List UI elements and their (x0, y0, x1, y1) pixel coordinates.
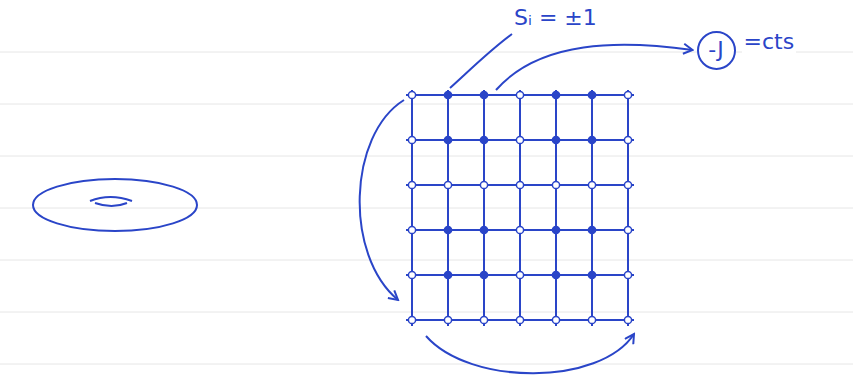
spin-site (624, 316, 631, 323)
lattice-line (627, 90, 629, 326)
spin-site (408, 136, 415, 143)
torus-outline (33, 179, 197, 231)
spin-label: Sᵢ = ±1 (512, 6, 599, 30)
lattice-line (483, 90, 485, 326)
spin-site (624, 181, 631, 188)
spin-site (444, 91, 451, 98)
spin-site (516, 91, 523, 98)
spin-site (516, 136, 523, 143)
spin-site (444, 316, 451, 323)
spin-site (408, 316, 415, 323)
spin-site (480, 181, 487, 188)
spin-site (444, 271, 451, 278)
rule-line (0, 260, 853, 261)
spin-site (552, 91, 559, 98)
spin-site (588, 316, 595, 323)
rule-line (0, 156, 853, 157)
spin-site (408, 226, 415, 233)
spin-leader (450, 34, 512, 88)
spin-site (624, 136, 631, 143)
coupling-arrow (496, 45, 693, 90)
spin-site (552, 271, 559, 278)
spin-site (516, 316, 523, 323)
rule-line (0, 364, 853, 365)
spin-site (624, 91, 631, 98)
lattice-line (591, 90, 593, 326)
coupling-circle: -J (697, 31, 736, 70)
spin-site (480, 316, 487, 323)
lattice-line (447, 90, 449, 326)
notebook-rules (0, 52, 853, 364)
spin-site (516, 181, 523, 188)
torus-hole (90, 197, 132, 201)
spin-site (552, 136, 559, 143)
spin-site (588, 226, 595, 233)
periodic-arrow (360, 100, 404, 300)
spin-site (480, 136, 487, 143)
constant-note: =cts (742, 30, 797, 54)
spin-site (624, 226, 631, 233)
spin-site (588, 181, 595, 188)
spin-site (408, 91, 415, 98)
torus-sketch (33, 179, 197, 231)
spin-site (624, 271, 631, 278)
lattice-line (555, 90, 557, 326)
lattice-line (411, 90, 413, 326)
lattice-line (519, 90, 521, 326)
spin-site (588, 91, 595, 98)
spin-site (516, 226, 523, 233)
spin-site (588, 271, 595, 278)
spin-site (480, 271, 487, 278)
rule-line (0, 312, 853, 313)
spin-site (516, 271, 523, 278)
rule-line (0, 104, 853, 105)
spin-site (552, 181, 559, 188)
spin-site (480, 226, 487, 233)
spin-site (444, 226, 451, 233)
periodic-arrow (426, 334, 634, 373)
periodic-arrows (360, 100, 634, 373)
spin-site (408, 181, 415, 188)
spin-site (408, 271, 415, 278)
spin-site (552, 226, 559, 233)
spin-site (552, 316, 559, 323)
spin-site (588, 136, 595, 143)
spin-site (444, 136, 451, 143)
spin-site (480, 91, 487, 98)
square-lattice (406, 90, 634, 326)
rule-line (0, 208, 853, 209)
torus-hole (95, 203, 127, 206)
spin-site (444, 181, 451, 188)
coupling-text: -J (708, 38, 724, 62)
